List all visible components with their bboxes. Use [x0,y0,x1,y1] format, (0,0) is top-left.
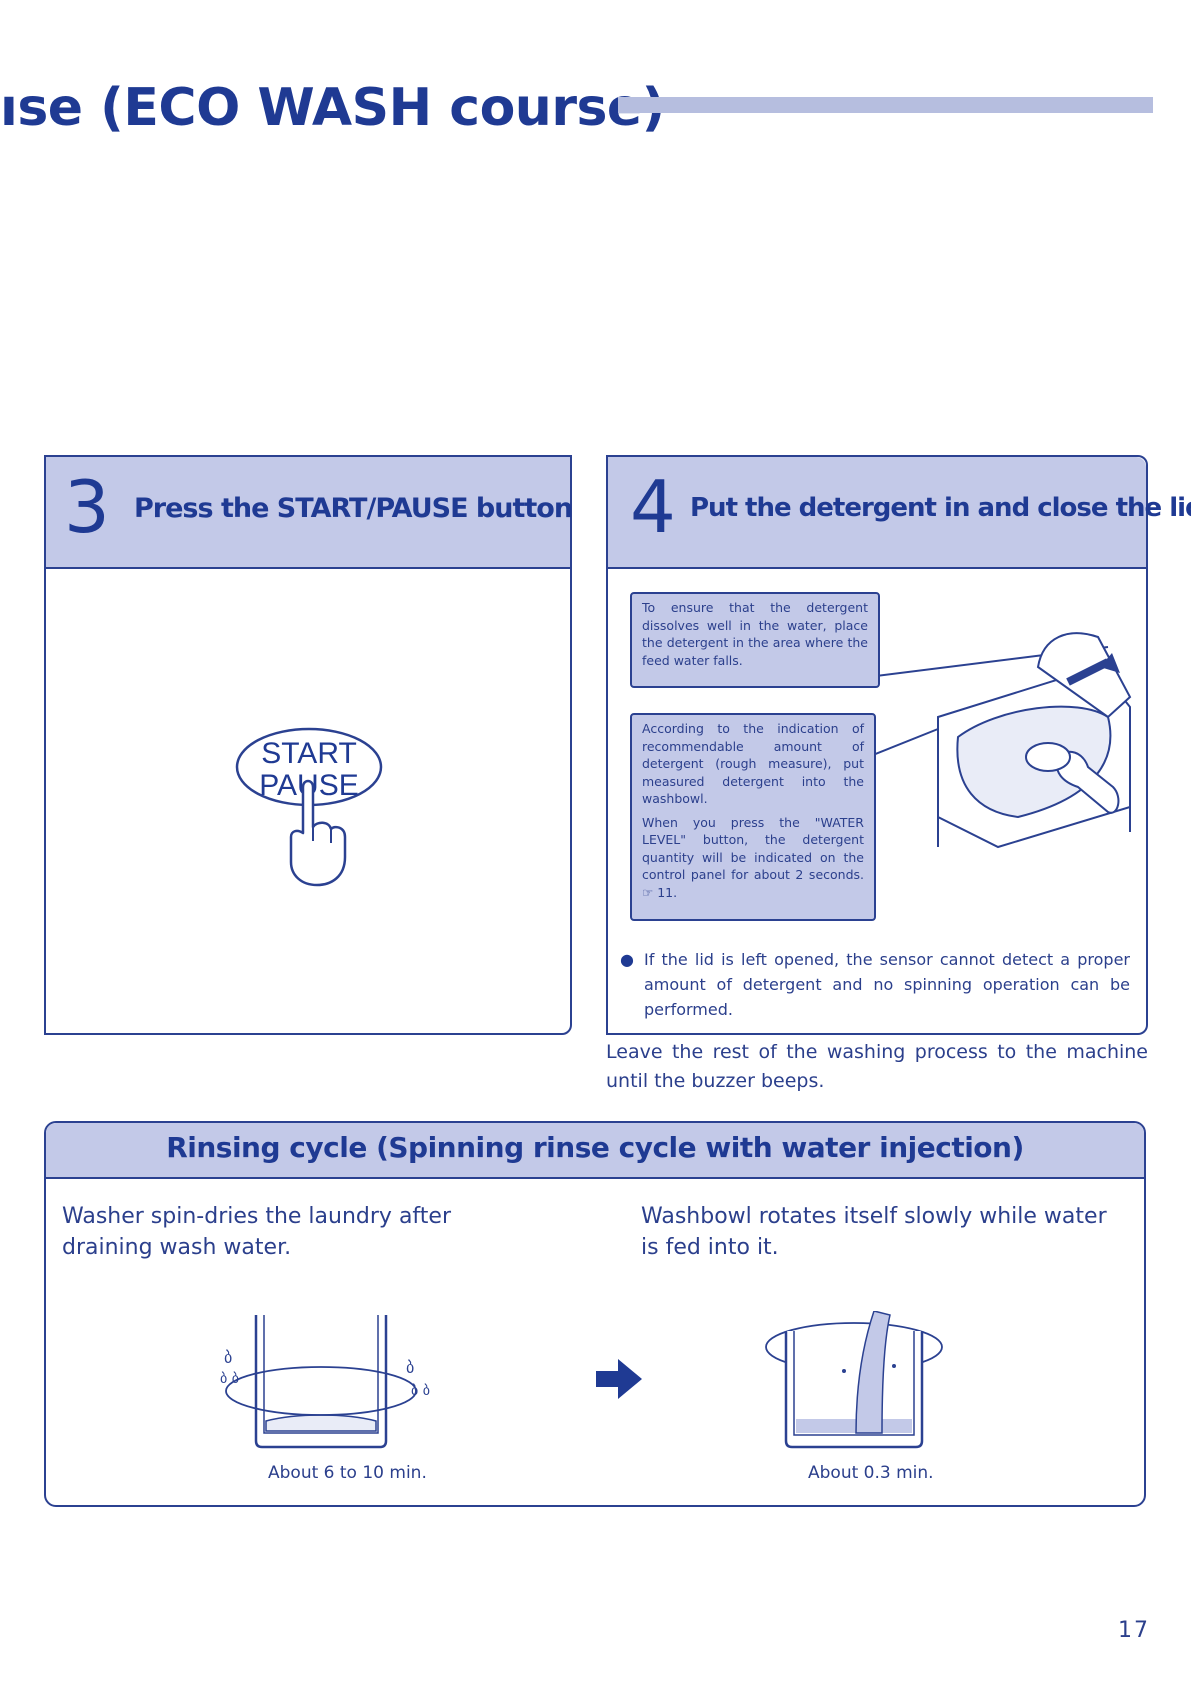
water-injection-illustration [765,1311,943,1449]
page-title: ıse (ECO WASH course) [0,78,665,138]
note2b-paragraph: When you press the "WATER LEVEL" button,… [642,814,864,902]
detergent-placement-note: To ensure that the detergent dissolves w… [630,592,880,688]
step4-number: 4 [630,465,676,549]
rinse-title: Rinsing cycle (Spinning rinse cycle with… [166,1131,1024,1164]
rinse-left-desc: Washer spin-dries the laundry after drai… [62,1204,451,1260]
title-rule [618,97,1153,113]
bullet-dot: ● [620,950,634,969]
left-time-caption: About 6 to 10 min. [268,1463,427,1483]
step4-panel: 4 Put the detergent in and close the lid… [606,455,1191,1035]
start-pause-illustration: START PAUSE [235,727,383,887]
step3-number: 3 [64,465,110,549]
step3-header: 3 Press the START/PAUSE button [46,457,573,569]
start-label: START [261,737,357,770]
step3-panel: 3 Press the START/PAUSE button START PAU… [44,455,573,1035]
page-number: 17 [1118,1618,1150,1643]
svg-text:ბ: ბ [224,1348,232,1367]
svg-text:ბ: ბ [406,1358,414,1377]
washer-lid-illustration [868,632,1132,849]
note1-text: To ensure that the detergent dissolves w… [642,600,868,668]
svg-text:ბ ბ: ბ ბ [220,1371,239,1387]
note2b-text: When you press the "WATER LEVEL" button,… [642,814,864,883]
step4-header: 4 Put the detergent in and close the lid [608,457,1191,569]
right-time-caption: About 0.3 min. [808,1463,934,1483]
step4-heading: Put the detergent in and close the lid [690,493,1191,523]
rinse-panel: Rinsing cycle (Spinning rinse cycle with… [44,1121,1146,1507]
pointing-hand-ref-icon: ☞ [642,884,654,900]
spin-dry-illustration: ბ ბ ბ ბ ბ ბ [220,1315,430,1449]
after-steps-text: Leave the rest of the washing process to… [606,1041,1148,1092]
arrow-right-icon [596,1359,642,1399]
lid-warning-text: If the lid is left opened, the sensor ca… [644,950,1130,1019]
rinse-right-desc: Washbowl rotates itself slowly while wat… [641,1204,1107,1260]
hand-pointer-icon [289,779,347,887]
svg-text:ბ ბ: ბ ბ [411,1383,430,1399]
detergent-amount-note: According to the indication of recommend… [630,713,876,921]
note2a-text: According to the indication of recommend… [642,721,864,806]
rinse-header: Rinsing cycle (Spinning rinse cycle with… [46,1123,1144,1179]
note2-page-ref: 11. [657,884,678,900]
lid-warning: ● If the lid is left opened, the sensor … [620,947,1130,1022]
step3-heading: Press the START/PAUSE button [134,493,573,524]
